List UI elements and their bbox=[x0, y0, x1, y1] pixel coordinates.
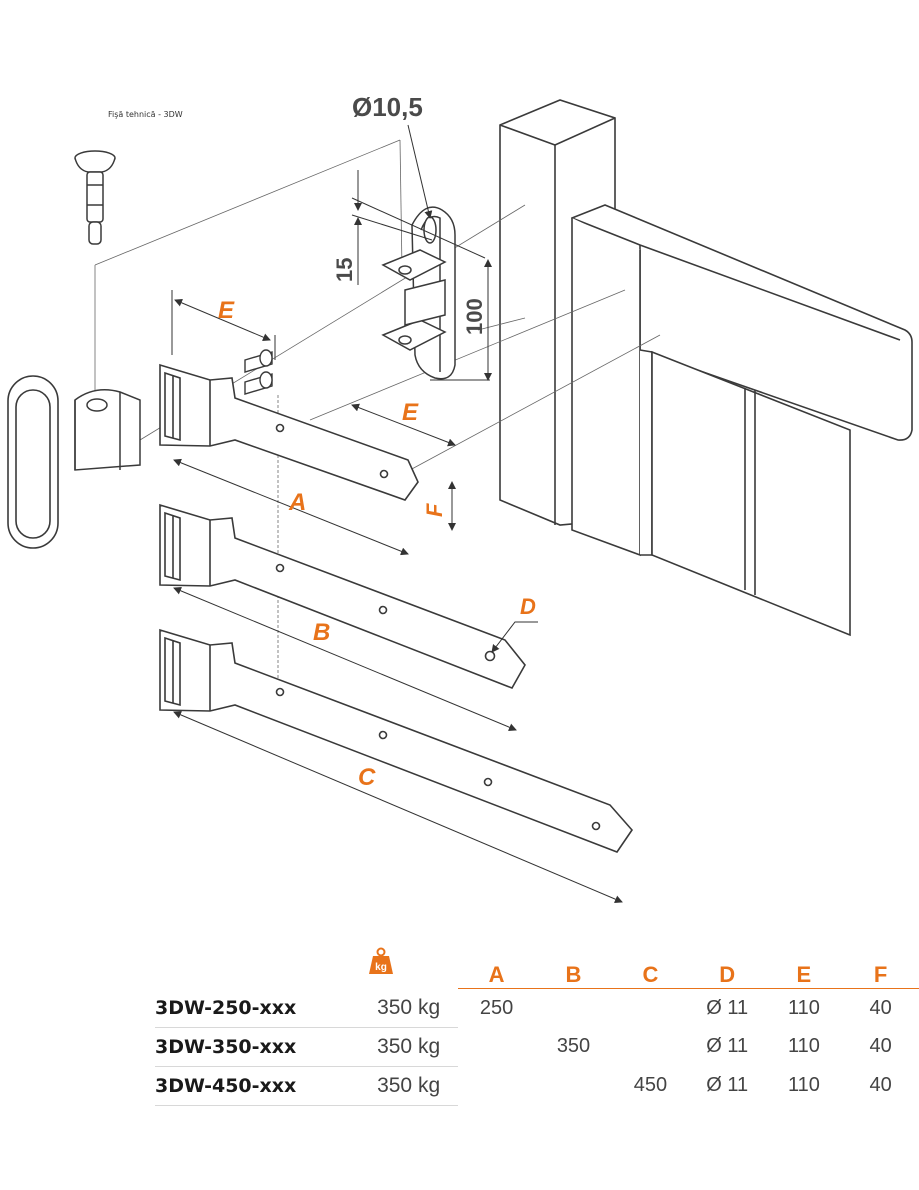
load-value: 350 kg bbox=[341, 988, 459, 1028]
dim-label-f: F bbox=[422, 503, 447, 517]
table-row: 3DW-350-xxx 350 kg 350 Ø 11 110 40 bbox=[155, 1027, 919, 1067]
gate-panel bbox=[570, 204, 913, 637]
document-title: Fişă tehnică - 3DW bbox=[108, 110, 183, 119]
col-header-e: E bbox=[765, 950, 843, 989]
value-d: Ø 11 bbox=[706, 1035, 749, 1057]
hinge-knuckle bbox=[74, 389, 141, 471]
col-header-c: C bbox=[611, 950, 689, 989]
value-c bbox=[612, 1027, 689, 1066]
table-row: 3DW-450-xxx 350 kg 450 Ø 11 110 40 bbox=[155, 1066, 919, 1106]
value-b bbox=[535, 1066, 612, 1105]
value-f: 40 bbox=[869, 1035, 892, 1057]
value-a bbox=[458, 1027, 535, 1066]
spec-table-header: A B C D E F bbox=[155, 950, 919, 989]
load-value: 350 kg bbox=[341, 1027, 459, 1067]
value-f: 40 bbox=[869, 996, 892, 1019]
value-b bbox=[535, 989, 612, 1028]
model-code: 3DW-450-xxx bbox=[155, 1066, 342, 1106]
model-code: 3DW-350-xxx bbox=[155, 1027, 342, 1067]
dim-label-b: B bbox=[313, 619, 330, 646]
value-e: 110 bbox=[787, 996, 820, 1019]
col-header-a: A bbox=[458, 950, 536, 989]
col-header-f: F bbox=[842, 950, 919, 989]
table-row: 3DW-250-xxx 350 kg 250 Ø 11 110 40 bbox=[155, 988, 919, 1028]
col-header-b: B bbox=[535, 950, 612, 989]
value-a: 250 bbox=[479, 996, 514, 1019]
wall-bracket bbox=[381, 206, 456, 380]
value-c: 450 bbox=[633, 1074, 668, 1096]
dim-label-e-bracket: E bbox=[402, 399, 419, 426]
dim-hole-diameter: Ø10,5 bbox=[352, 92, 423, 122]
dimension-lines bbox=[171, 124, 623, 903]
col-header-d: D bbox=[688, 950, 766, 989]
hinge-pin bbox=[74, 150, 116, 245]
value-e: 110 bbox=[787, 1035, 820, 1057]
dim-label-c: C bbox=[358, 764, 376, 791]
dim-label-a: A bbox=[288, 489, 306, 516]
value-d: Ø 11 bbox=[706, 996, 749, 1019]
value-a bbox=[458, 1066, 535, 1105]
spec-table: A B C D E F 3DW-250-xxx 350 kg 250 Ø 11 … bbox=[155, 950, 919, 1106]
value-c bbox=[612, 989, 689, 1028]
value-d: Ø 11 bbox=[706, 1074, 749, 1096]
value-b: 350 bbox=[556, 1035, 591, 1057]
mounting-bolts bbox=[244, 349, 273, 395]
hinge-cover-cap bbox=[7, 375, 59, 549]
dim-bracket-height: 100 bbox=[462, 298, 487, 335]
weight-kg-icon-text: kg bbox=[375, 962, 387, 973]
weight-kg-icon: kg bbox=[368, 947, 394, 975]
value-e: 110 bbox=[787, 1074, 820, 1096]
dim-bracket-spacing: 15 bbox=[332, 258, 357, 282]
load-value: 350 kg bbox=[341, 1066, 459, 1106]
model-code: 3DW-250-xxx bbox=[155, 988, 342, 1028]
value-f: 40 bbox=[869, 1074, 892, 1096]
dim-label-e-strap: E bbox=[218, 297, 235, 324]
strap-a bbox=[159, 363, 419, 501]
technical-drawing: Ø10,5 15 100 E E A B C D F bbox=[7, 92, 913, 903]
dim-label-d: D bbox=[520, 594, 536, 619]
strap-c bbox=[159, 628, 634, 853]
